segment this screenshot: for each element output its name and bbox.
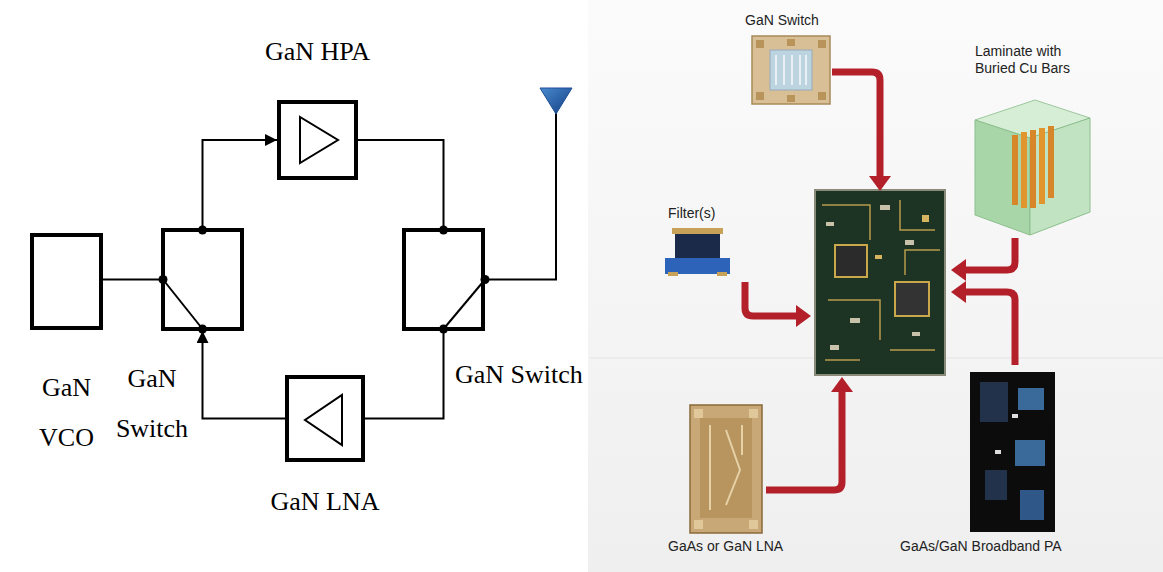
component-caption: Filter(s) <box>668 205 758 222</box>
switch-box: GaN Switch <box>161 228 244 331</box>
pa-component <box>995 450 1001 454</box>
copper-bar <box>1030 130 1036 208</box>
amplifier-box: GaN HPA <box>277 100 358 180</box>
pcb-chip <box>835 245 867 277</box>
pa-component <box>980 382 1008 422</box>
die-pad <box>787 95 795 102</box>
pa-component <box>1020 490 1044 520</box>
filter-pad <box>668 272 678 276</box>
die-pad <box>694 520 703 529</box>
filter-pad <box>717 272 727 276</box>
assembly-arrow <box>766 392 842 490</box>
laminate-block <box>975 120 1030 235</box>
die-pad <box>749 520 758 529</box>
assembly-arrowhead <box>869 176 891 191</box>
copper-bar <box>1021 132 1027 208</box>
assembly-arrow <box>745 282 796 316</box>
amplifier-symbol <box>305 395 342 445</box>
pa-component <box>985 470 1007 500</box>
antenna-feed <box>485 110 556 280</box>
vco-box: GaN VCO <box>30 233 103 330</box>
pcb-component <box>880 205 890 210</box>
die-pad <box>756 92 764 100</box>
signal-line <box>203 140 278 228</box>
pa-component <box>1015 440 1045 466</box>
photo-panel <box>588 0 1163 572</box>
block-label: GaN LNA <box>240 482 410 522</box>
switch-die <box>752 36 830 104</box>
assembly-arrow <box>966 292 1015 365</box>
pcb-component <box>922 215 929 222</box>
assembly-arrow-group <box>745 72 1015 490</box>
component-caption: GaAs/GaN Broadband PA <box>900 538 1100 555</box>
die-pad <box>694 409 703 418</box>
block-label: GaN Switch <box>455 355 605 395</box>
signal-line <box>203 331 286 419</box>
block-label: GaN HPA <box>232 32 403 72</box>
assembly-arrow <box>966 238 1015 270</box>
filter-package <box>675 233 720 258</box>
lna-die-trace <box>710 425 742 510</box>
antenna-symbol <box>540 88 572 114</box>
pcb-component <box>830 345 839 350</box>
amplifier-symbol <box>300 117 338 163</box>
pcb-component <box>905 240 914 245</box>
component-caption: GaAs or GaN LNA <box>668 538 818 555</box>
lna-die <box>690 405 762 533</box>
switch-contact <box>444 280 486 330</box>
lna-die-core <box>700 418 752 518</box>
signal-line <box>365 331 444 419</box>
pcb-component <box>912 332 920 336</box>
pa-module <box>970 372 1055 532</box>
die-pad <box>818 92 826 100</box>
die-pad <box>787 39 795 46</box>
assembly-arrowhead <box>951 259 966 281</box>
filter-package <box>665 258 730 274</box>
assembly-arrowhead <box>831 377 853 392</box>
component-caption: Laminate with Buried Cu Bars <box>975 43 1093 77</box>
pcb-board <box>815 190 945 375</box>
switch-die-core <box>770 50 812 90</box>
component-caption: GaN Switch <box>745 12 865 29</box>
copper-bar <box>1048 126 1054 198</box>
filter-package <box>672 228 723 234</box>
die-pad <box>749 409 758 418</box>
copper-bar <box>1012 135 1018 205</box>
switch-die-fingers <box>776 55 806 85</box>
laminate-block <box>1030 118 1090 235</box>
block-label: GaN VCO <box>20 363 113 463</box>
assembly-arrowhead <box>796 305 811 327</box>
pa-component <box>1018 388 1044 410</box>
copper-bar <box>1039 128 1045 204</box>
pa-component <box>1012 414 1018 418</box>
signal-line <box>358 140 444 228</box>
amplifier-box: GaN LNA <box>285 375 365 462</box>
pcb-chip <box>895 282 929 316</box>
switch-box: GaN Switch <box>402 228 485 331</box>
assembly-arrowhead <box>951 281 966 303</box>
die-pad <box>818 40 826 48</box>
signal-line <box>103 279 161 281</box>
switch-contact <box>163 280 203 330</box>
pcb-component <box>875 255 882 259</box>
pcb-component <box>850 318 860 323</box>
die-pad <box>756 40 764 48</box>
pcb-component <box>826 222 834 226</box>
block-label: GaN Switch <box>108 354 196 454</box>
pcb-trace <box>822 200 940 360</box>
assembly-arrow <box>832 72 880 176</box>
